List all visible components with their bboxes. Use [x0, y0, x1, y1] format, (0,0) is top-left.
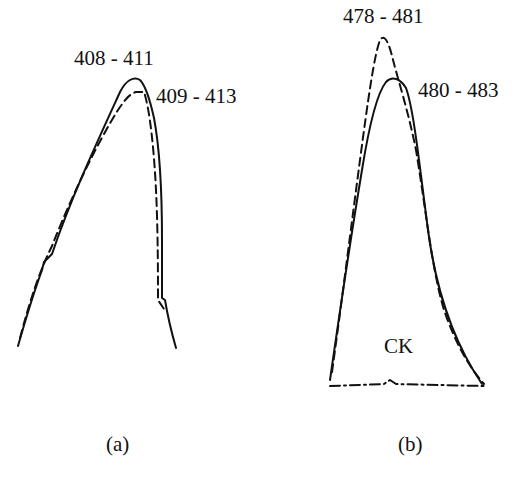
peak-range-label: 480 - 483 [418, 80, 499, 101]
peak-range-label: 409 - 413 [156, 86, 237, 107]
peak-range-label: 478 - 481 [343, 6, 424, 27]
dashed-peak-outline [20, 92, 166, 338]
panel-label: (a) [106, 434, 129, 455]
region-label: CK [384, 336, 413, 357]
panel-label: (b) [398, 434, 423, 455]
baseline [330, 380, 484, 386]
peak-range-label: 408 - 411 [74, 48, 154, 69]
solid-peak-outline [18, 79, 176, 349]
solid-peak-outline [330, 79, 482, 384]
